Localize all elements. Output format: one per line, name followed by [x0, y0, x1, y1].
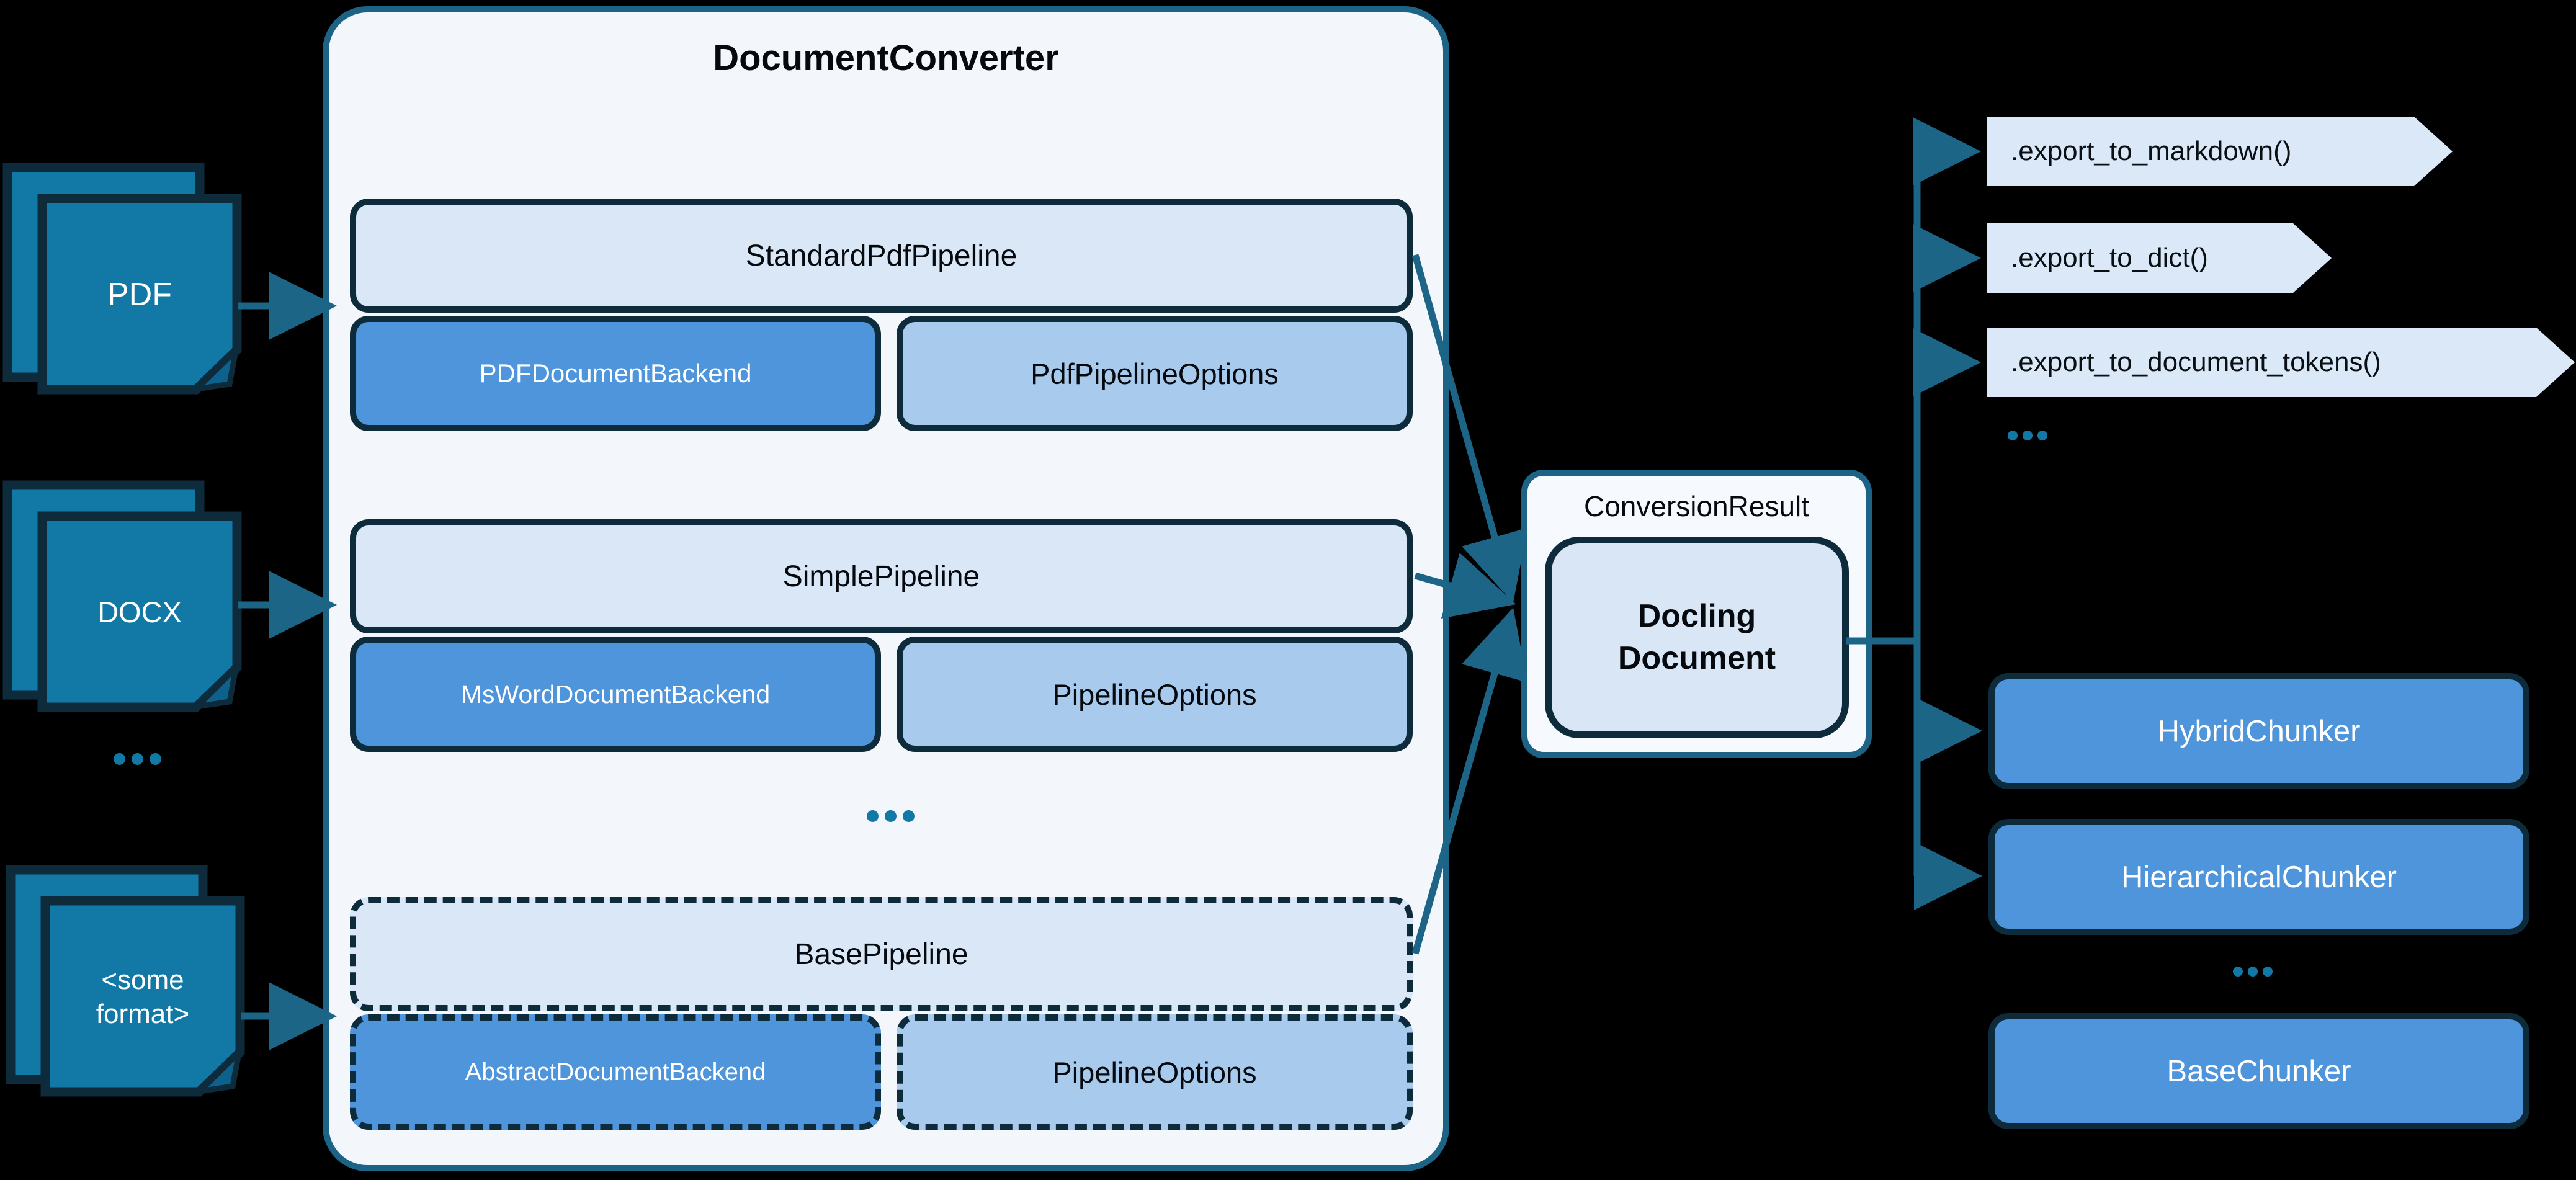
docx-document-icon: DOCX	[0, 478, 248, 738]
hierarchical-chunker-label: HierarchicalChunker	[2121, 860, 2397, 894]
pipeline-simple-label: SimplePipeline	[782, 560, 980, 593]
export-to-document-tokens-label: .export_to_document_tokens()	[2011, 347, 2381, 377]
export-to-dict-tag: .export_to_dict()	[1987, 223, 2332, 293]
options-pdf-pipeline-label: PdfPipelineOptions	[1031, 357, 1279, 390]
backend-abstract-document-label: AbstractDocumentBackend	[465, 1058, 766, 1086]
hybrid-chunker-label: HybridChunker	[2157, 714, 2361, 748]
converter-ellipsis-dots	[864, 810, 918, 822]
docx-icon-label: DOCX	[97, 595, 182, 628]
options-base-pipeline: PipelineOptions	[897, 1014, 1413, 1130]
export-to-dict-label: .export_to_dict()	[2011, 243, 2208, 273]
options-pipeline-label: PipelineOptions	[1052, 677, 1257, 711]
stacked-pages-icon	[2, 480, 242, 712]
backend-pdf-document-label: PDFDocumentBackend	[479, 359, 752, 388]
options-base-pipeline-label: PipelineOptions	[1052, 1055, 1257, 1089]
backend-msword-document: MsWordDocumentBackend	[350, 637, 881, 752]
options-pdf-pipeline: PdfPipelineOptions	[897, 316, 1413, 431]
chunkers-ellipsis-dots	[2230, 967, 2275, 977]
document-converter-title: DocumentConverter	[713, 37, 1059, 78]
hierarchical-chunker-box: HierarchicalChunker	[1988, 819, 2529, 935]
export-to-document-tokens-tag: .export_to_document_tokens()	[1987, 328, 2575, 397]
backend-msword-document-label: MsWordDocumentBackend	[460, 679, 771, 708]
docling-document-label-line1: Docling	[1637, 597, 1756, 634]
pipeline-simple: SimplePipeline	[350, 519, 1413, 633]
some-format-document-icon: <some format>	[3, 862, 251, 1123]
stacked-pages-icon	[6, 865, 245, 1097]
export-to-markdown-tag: .export_to_markdown()	[1987, 117, 2453, 186]
some-format-icon-label-line2: format>	[96, 999, 190, 1029]
pdf-document-icon: PDF	[0, 160, 248, 421]
exports-ellipsis-dots	[2005, 431, 2050, 440]
base-chunker-label: BaseChunker	[2167, 1054, 2351, 1088]
pipeline-base: BasePipeline	[350, 897, 1413, 1011]
pipeline-standard-pdf: StandardPdfPipeline	[350, 199, 1413, 313]
some-format-icon-label-line1: <some	[101, 965, 184, 995]
docling-document-label-line2: Document	[1617, 640, 1776, 676]
export-to-markdown-label: .export_to_markdown()	[2011, 136, 2292, 166]
backend-pdf-document: PDFDocumentBackend	[350, 316, 881, 431]
options-pipeline: PipelineOptions	[897, 637, 1413, 752]
backend-abstract-document: AbstractDocumentBackend	[350, 1014, 881, 1130]
docling-document-box: Docling Document	[1545, 537, 1849, 738]
base-chunker-box: BaseChunker	[1988, 1013, 2529, 1129]
pdf-icon-label: PDF	[107, 276, 172, 313]
inputs-ellipsis-dots	[110, 753, 164, 765]
stacked-pages-icon	[2, 163, 242, 395]
conversion-result-label: ConversionResult	[1583, 490, 1810, 522]
pipeline-base-label: BasePipeline	[794, 937, 968, 971]
pipeline-standard-pdf-label: StandardPdfPipeline	[745, 239, 1017, 272]
hybrid-chunker-box: HybridChunker	[1988, 673, 2529, 789]
